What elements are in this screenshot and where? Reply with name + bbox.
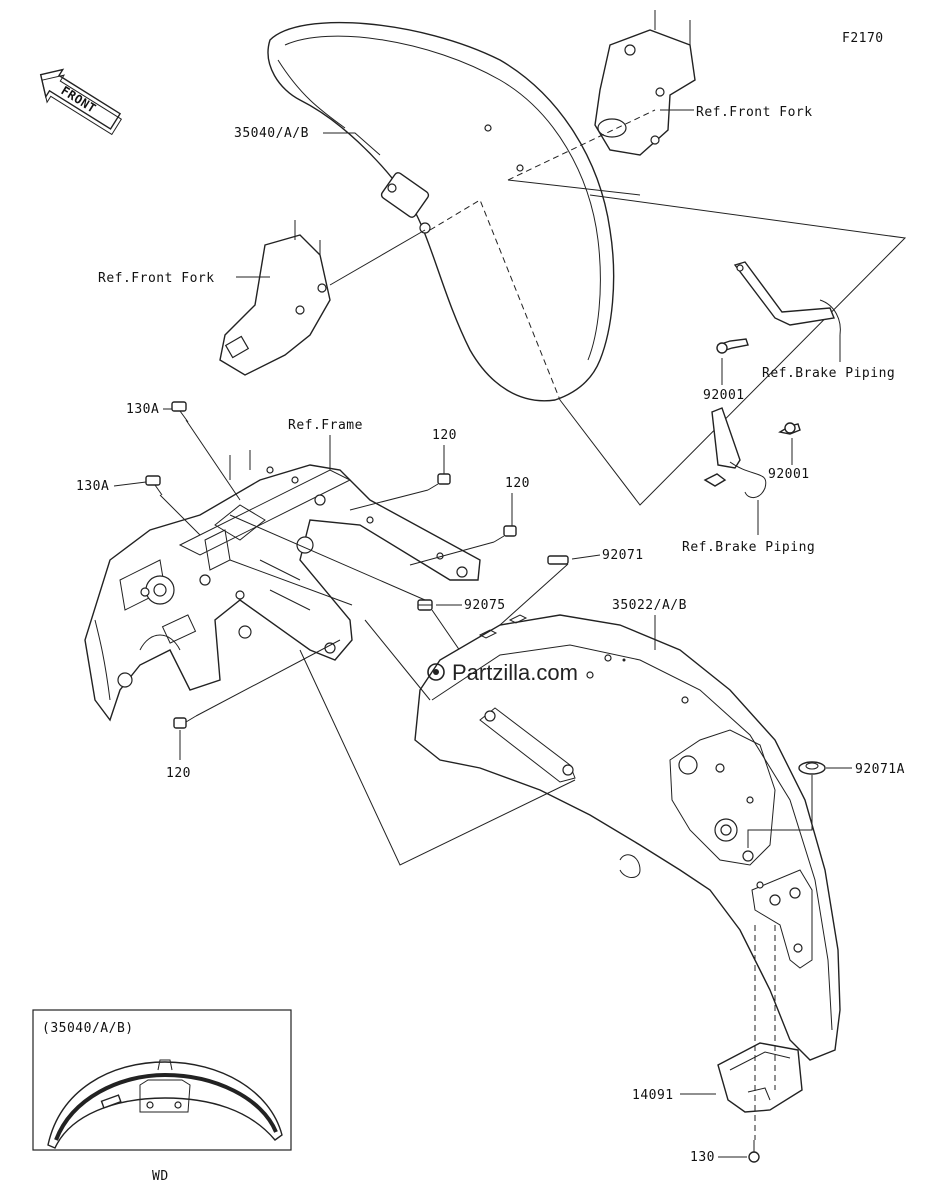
leader-92071 bbox=[571, 554, 601, 560]
label-clip-92071: 92071 bbox=[602, 548, 644, 563]
watermark: Partzilla.com bbox=[427, 660, 578, 685]
label-bolt-130: 130 bbox=[690, 1150, 715, 1165]
dash-line-2 bbox=[429, 199, 561, 401]
bolt-head-2 bbox=[784, 422, 796, 434]
brake-piping-bracket-mid bbox=[703, 407, 767, 498]
label-bolt-120-a: 120 bbox=[432, 428, 457, 443]
label-bolt-130a-mid: 130A bbox=[76, 479, 109, 494]
label-nut-92075: 92075 bbox=[464, 598, 506, 613]
label-bolt-92001-top: 92001 bbox=[703, 388, 745, 403]
label-front-fender: 35040/A/B bbox=[234, 126, 309, 141]
bolt-130-icon bbox=[748, 1140, 760, 1163]
bolt-120-b-icon bbox=[493, 525, 517, 543]
label-cover-14091: 14091 bbox=[632, 1088, 674, 1103]
leader-fork-to-fender bbox=[329, 229, 426, 286]
leader-line-3 bbox=[507, 179, 641, 196]
leader-frame-to-rear-fender bbox=[299, 649, 576, 866]
label-bolt-120-b: 120 bbox=[505, 476, 530, 491]
label-ref-frame: Ref.Frame bbox=[288, 418, 363, 433]
leader-92071-2 bbox=[499, 563, 569, 626]
leader-92071a-2 bbox=[747, 775, 813, 848]
nut-92075-icon bbox=[417, 599, 433, 611]
front-fork-left bbox=[219, 220, 331, 376]
leader-line-4 bbox=[559, 194, 907, 506]
front-fork-right bbox=[594, 10, 696, 156]
bolt-120-c-icon bbox=[173, 715, 197, 729]
bolt-120-a-icon bbox=[427, 473, 451, 491]
front-fender bbox=[267, 21, 615, 402]
watermark-text: Partzilla.com bbox=[452, 660, 578, 685]
bolt-head-1 bbox=[716, 342, 728, 354]
leader-frame-rear bbox=[229, 559, 353, 606]
inset-panel: (35040/A/B) bbox=[32, 1009, 292, 1151]
diagram-id: F2170 bbox=[842, 31, 884, 46]
leader-130a-top-2 bbox=[185, 419, 241, 501]
rear-fender bbox=[414, 614, 841, 1061]
dash-line-1 bbox=[507, 109, 656, 181]
label-ref-brake-piping-mid: Ref.Brake Piping bbox=[682, 540, 815, 555]
leader-frame-to-rear-fender-2 bbox=[364, 619, 431, 701]
inset-caption: WD bbox=[152, 1169, 169, 1184]
label-ref-brake-piping-top: Ref.Brake Piping bbox=[762, 366, 895, 381]
brake-piping-bracket-top bbox=[733, 261, 841, 336]
inset-title: (35040/A/B) bbox=[42, 1021, 134, 1036]
label-ref-front-fork-left: Ref.Front Fork bbox=[98, 271, 215, 286]
leader-front-fender bbox=[323, 132, 381, 156]
leader-130a-mid bbox=[113, 481, 147, 487]
label-grommet-92071a: 92071A bbox=[855, 762, 905, 777]
frame-assembly bbox=[84, 450, 481, 722]
grommet-92071a-icon bbox=[798, 761, 826, 775]
grommet-inner bbox=[805, 762, 819, 770]
clip-92071-icon bbox=[547, 555, 569, 565]
leader-120-c-2 bbox=[195, 639, 341, 717]
bolt-130a-top-icon bbox=[171, 401, 189, 423]
leader-120-ab bbox=[349, 489, 495, 566]
label-bolt-130a-top: 130A bbox=[126, 402, 159, 417]
label-bolt-92001-mid: 92001 bbox=[768, 467, 810, 482]
front-arrow-icon: FRONT bbox=[39, 68, 123, 136]
label-bolt-120-c: 120 bbox=[166, 766, 191, 781]
label-rear-fender: 35022/A/B bbox=[612, 598, 687, 613]
cover-14091-icon bbox=[717, 1042, 803, 1113]
bolt-130a-mid-icon bbox=[145, 475, 163, 496]
label-ref-front-fork-top: Ref.Front Fork bbox=[696, 105, 813, 120]
leader-130a-mid-2 bbox=[159, 494, 201, 536]
